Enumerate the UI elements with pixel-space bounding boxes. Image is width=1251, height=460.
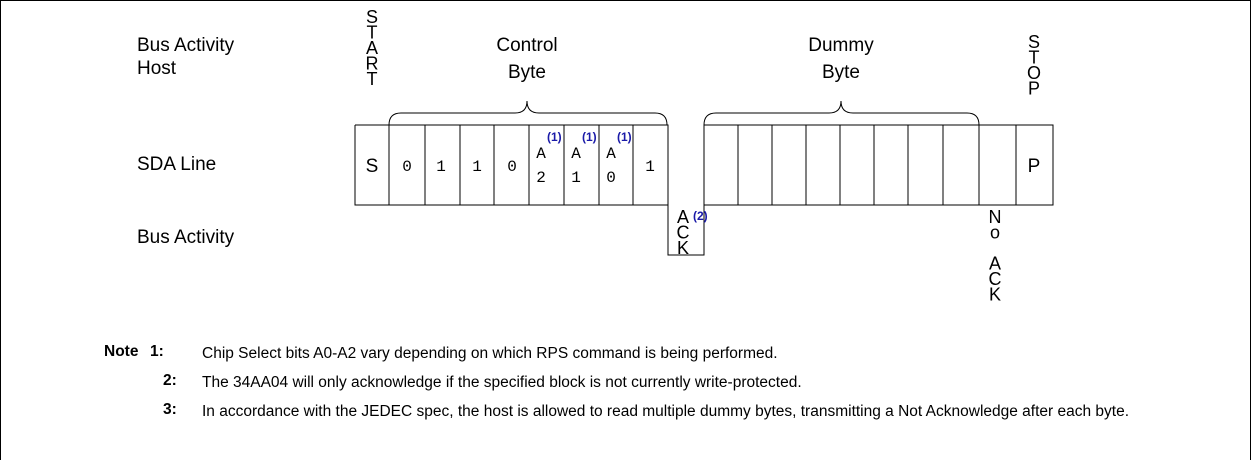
start-letter: S (366, 7, 378, 27)
ack-letter: K (677, 238, 689, 258)
ack-letter: A (677, 207, 689, 227)
note-number: 3: (163, 401, 177, 418)
note-number: 2: (163, 372, 177, 389)
stop-letter: O (1027, 63, 1041, 83)
start-symbol: S (366, 156, 379, 177)
ack-label: ACK (677, 207, 690, 258)
note-number: 1: (150, 343, 164, 360)
dummy-byte-brace (703, 100, 980, 126)
stop-letter: S (1028, 32, 1040, 52)
bus-activity-host-label-1: Bus Activity (137, 35, 235, 56)
start-letter: T (367, 23, 378, 43)
control-byte-label-1: Control (496, 35, 557, 56)
start-letter: A (366, 38, 378, 58)
stop-symbol: P (1028, 156, 1041, 177)
chip-select-a2-digit: 2 (536, 169, 546, 187)
dummy-byte-label-2: Byte (822, 62, 860, 83)
stop-letter: T (1029, 48, 1040, 68)
control-bit-0: 0 (402, 158, 412, 176)
no-ack-letter: A (989, 254, 1001, 274)
start-letter: R (366, 54, 379, 74)
no-ack-letter: K (989, 285, 1001, 305)
no-ack-letter: o (990, 223, 1000, 243)
rw-bit: 1 (645, 158, 655, 176)
bus-activity-host-label-2: Host (137, 58, 177, 79)
note-text: Chip Select bits A0-A2 vary depending on… (202, 345, 778, 362)
dummy-byte-label-1: Dummy (808, 35, 874, 56)
note-text: The 34AA04 will only acknowledge if the … (202, 374, 802, 391)
sda-line-label: SDA Line (137, 154, 216, 175)
note-heading: Note (104, 343, 139, 360)
chip-select-a0-digit: 0 (606, 169, 616, 187)
chip-select-a2-note: (1) (547, 130, 562, 144)
ack-letter: C (677, 223, 690, 243)
control-bit-2: 1 (472, 158, 482, 176)
chip-select-a1-note: (1) (582, 130, 597, 144)
stop-letter: P (1028, 79, 1040, 99)
chip-select-a2-letter: A (536, 145, 546, 163)
ack-note: (2) (693, 209, 708, 223)
control-bit-3: 0 (507, 158, 517, 176)
no-ack-letter: N (989, 207, 1002, 227)
note-text: In accordance with the JEDEC spec, the h… (202, 403, 1130, 420)
control-byte-label-2: Byte (508, 62, 546, 83)
chip-select-a0-note: (1) (617, 130, 632, 144)
control-byte-brace (388, 100, 668, 126)
chip-select-a1-digit: 1 (571, 169, 581, 187)
timing-diagram: Bus Activity Host SDA Line Bus Activity … (137, 7, 1054, 305)
no-ack-letter: C (989, 269, 1002, 289)
chip-select-a1-letter: A (571, 145, 581, 163)
sda-waveform (354, 124, 1054, 256)
bus-activity-label: Bus Activity (137, 227, 235, 248)
start-letter: T (367, 69, 378, 89)
control-bit-1: 1 (436, 158, 446, 176)
chip-select-a0-letter: A (606, 145, 616, 163)
